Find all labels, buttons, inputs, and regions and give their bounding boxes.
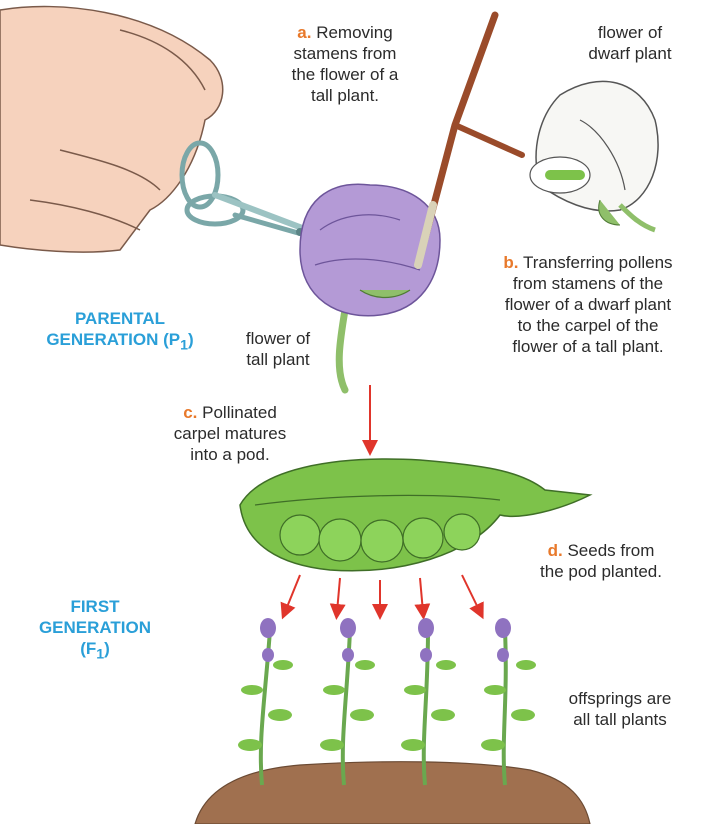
label-b-line-4: to the carpel of the (468, 315, 708, 336)
label-b-line-1: Transferring pollens (523, 253, 673, 272)
dwarf-plant-flower (530, 81, 658, 230)
label-c-pollinated-carpel: c. Pollinated carpel matures into a pod. (140, 402, 320, 465)
label-dwarf-flower: flower of dwarf plant (560, 22, 700, 64)
label-c-line-1: Pollinated (202, 403, 277, 422)
label-b-tag: b. (503, 253, 518, 272)
offspring-plant-4 (481, 618, 536, 785)
label-dwarf-line-2: dwarf plant (560, 43, 700, 64)
label-tall-flower: flower of tall plant (218, 328, 338, 370)
parental-line-2: GENERATION (P (46, 330, 180, 349)
label-b-line-5: flower of a tall plant. (468, 336, 708, 357)
soil-mound (195, 762, 590, 824)
parental-line-1: PARENTAL (20, 308, 220, 329)
label-c-line-2: carpel matures (140, 423, 320, 444)
first-line-2: GENERATION (20, 617, 170, 638)
label-d-tag: d. (548, 541, 563, 560)
offspring-plant-3 (401, 618, 456, 785)
label-d-seeds-planted: d. Seeds from the pod planted. (516, 540, 686, 582)
label-c-line-3: into a pod. (140, 444, 320, 465)
parental-close: ) (188, 330, 194, 349)
first-subscript: 1 (96, 646, 104, 662)
label-a-tag: a. (297, 23, 311, 42)
label-d-line-2: the pod planted. (516, 561, 686, 582)
label-c-tag: c. (183, 403, 197, 422)
label-b-transferring-pollens: b. Transferring pollens from stamens of … (468, 252, 708, 357)
label-parental-generation: PARENTAL GENERATION (P1) (20, 308, 220, 356)
first-close: ) (104, 639, 110, 658)
offspring-plant-1 (238, 618, 293, 785)
label-a-line-4: tall plant. (260, 85, 430, 106)
label-a-line-1: Removing (316, 23, 393, 42)
label-offspring-tall: offsprings are all tall plants (540, 688, 700, 730)
arrows-to-offspring (285, 575, 480, 612)
offspring-plant-2 (320, 618, 375, 785)
label-a-removing-stamens: a. Removing stamens from the flower of a… (260, 22, 430, 106)
label-d-line-1: Seeds from (567, 541, 654, 560)
first-line-1: FIRST (20, 596, 170, 617)
label-b-line-3: flower of a dwarf plant (468, 294, 708, 315)
label-tall-line-1: flower of (218, 328, 338, 349)
label-a-line-3: the flower of a (260, 64, 430, 85)
label-b-line-2: from stamens of the (468, 273, 708, 294)
label-a-line-2: stamens from (260, 43, 430, 64)
label-dwarf-line-1: flower of (560, 22, 700, 43)
first-line-3: (F (80, 639, 96, 658)
parental-subscript: 1 (180, 337, 188, 353)
offspring-line-1: offsprings are (540, 688, 700, 709)
offspring-line-2: all tall plants (540, 709, 700, 730)
label-first-generation: FIRST GENERATION (F1) (20, 596, 170, 665)
label-tall-line-2: tall plant (218, 349, 338, 370)
